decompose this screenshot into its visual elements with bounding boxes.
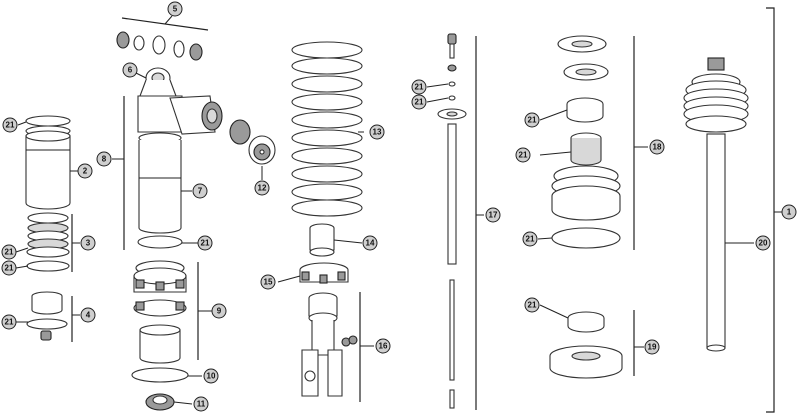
callout-14: 14 bbox=[362, 235, 378, 251]
part-11-bottom-eye bbox=[145, 393, 175, 411]
callout-21: 21 bbox=[197, 235, 213, 251]
callout-15: 15 bbox=[260, 274, 276, 290]
part-18-bearing-stack bbox=[551, 35, 621, 249]
svg-text:1: 1 bbox=[787, 208, 792, 217]
callout-3: 3 bbox=[80, 235, 96, 251]
svg-text:17: 17 bbox=[489, 211, 498, 220]
callout-8: 8 bbox=[96, 151, 112, 167]
callout-21: 21 bbox=[1, 260, 17, 276]
svg-text:21: 21 bbox=[519, 151, 528, 160]
part-2-sleeve bbox=[25, 115, 71, 210]
svg-text:5: 5 bbox=[173, 5, 178, 14]
part-7-shock-body bbox=[137, 95, 223, 234]
svg-text:21: 21 bbox=[201, 239, 210, 248]
svg-text:20: 20 bbox=[759, 239, 768, 248]
svg-text:8: 8 bbox=[102, 155, 107, 164]
part-17-shaft-assembly bbox=[437, 33, 467, 409]
callout-21: 21 bbox=[411, 94, 427, 110]
svg-text:18: 18 bbox=[653, 143, 662, 152]
leader-lines bbox=[15, 69, 782, 405]
callout-21: 21 bbox=[524, 297, 540, 313]
svg-text:10: 10 bbox=[207, 372, 216, 381]
part-5-bushing-set bbox=[116, 31, 203, 61]
part-15-lock-collar bbox=[299, 262, 349, 284]
callout-18: 18 bbox=[649, 139, 665, 155]
svg-text:21: 21 bbox=[415, 83, 424, 92]
callout-21: 21 bbox=[1, 314, 17, 330]
svg-text:21: 21 bbox=[415, 98, 424, 107]
callout-21: 21 bbox=[411, 79, 427, 95]
callout-19: 19 bbox=[644, 339, 660, 355]
callout-4: 4 bbox=[80, 307, 96, 323]
callout-21: 21 bbox=[1, 244, 17, 260]
callout-9: 9 bbox=[211, 303, 227, 319]
svg-text:21: 21 bbox=[5, 248, 14, 257]
callout-20: 20 bbox=[755, 235, 771, 251]
callout-13: 13 bbox=[369, 124, 385, 140]
svg-text:21: 21 bbox=[528, 116, 537, 125]
callout-5: 5 bbox=[167, 1, 183, 17]
part-12-reservoir-cap bbox=[229, 119, 276, 165]
svg-text:16: 16 bbox=[379, 342, 388, 351]
part-6-eyelet bbox=[139, 67, 177, 97]
part-21-oring-body bbox=[137, 235, 183, 249]
svg-text:11: 11 bbox=[197, 400, 206, 409]
callout-17: 17 bbox=[485, 207, 501, 223]
part-3-seal-stack bbox=[26, 212, 70, 272]
callout-21: 21 bbox=[515, 147, 531, 163]
callout-21: 21 bbox=[2, 117, 18, 133]
callout-2: 2 bbox=[77, 163, 93, 179]
svg-text:9: 9 bbox=[217, 307, 222, 316]
svg-text:12: 12 bbox=[258, 184, 267, 193]
part-13-coil-spring bbox=[291, 41, 363, 217]
svg-text:13: 13 bbox=[373, 128, 382, 137]
svg-text:21: 21 bbox=[6, 121, 15, 130]
part-9-preload-collar bbox=[133, 260, 187, 317]
callout-12: 12 bbox=[254, 180, 270, 196]
part-19-lower-bearing bbox=[549, 311, 623, 379]
svg-text:4: 4 bbox=[86, 311, 91, 320]
svg-text:21: 21 bbox=[528, 301, 537, 310]
part-14-bump-stop bbox=[309, 223, 335, 257]
svg-text:3: 3 bbox=[86, 239, 91, 248]
svg-text:21: 21 bbox=[526, 235, 535, 244]
callout-7: 7 bbox=[192, 183, 208, 199]
callout-10: 10 bbox=[203, 368, 219, 384]
svg-text:19: 19 bbox=[648, 343, 657, 352]
callout-21: 21 bbox=[524, 112, 540, 128]
svg-text:15: 15 bbox=[264, 278, 273, 287]
part-16-clevis bbox=[301, 292, 358, 397]
callout-16: 16 bbox=[375, 338, 391, 354]
callout-21: 21 bbox=[522, 231, 538, 247]
part-20-damper-cartridge bbox=[683, 57, 749, 352]
svg-text:2: 2 bbox=[83, 167, 88, 176]
svg-text:14: 14 bbox=[366, 239, 375, 248]
callout-6: 6 bbox=[122, 62, 138, 78]
part-10-spring-seat bbox=[131, 324, 189, 383]
callout-1: 1 bbox=[781, 204, 797, 220]
part-4-cap bbox=[26, 291, 68, 341]
svg-text:6: 6 bbox=[128, 66, 133, 75]
svg-text:7: 7 bbox=[198, 187, 203, 196]
callout-11: 11 bbox=[193, 396, 209, 412]
svg-text:21: 21 bbox=[5, 264, 14, 273]
svg-text:21: 21 bbox=[5, 318, 14, 327]
